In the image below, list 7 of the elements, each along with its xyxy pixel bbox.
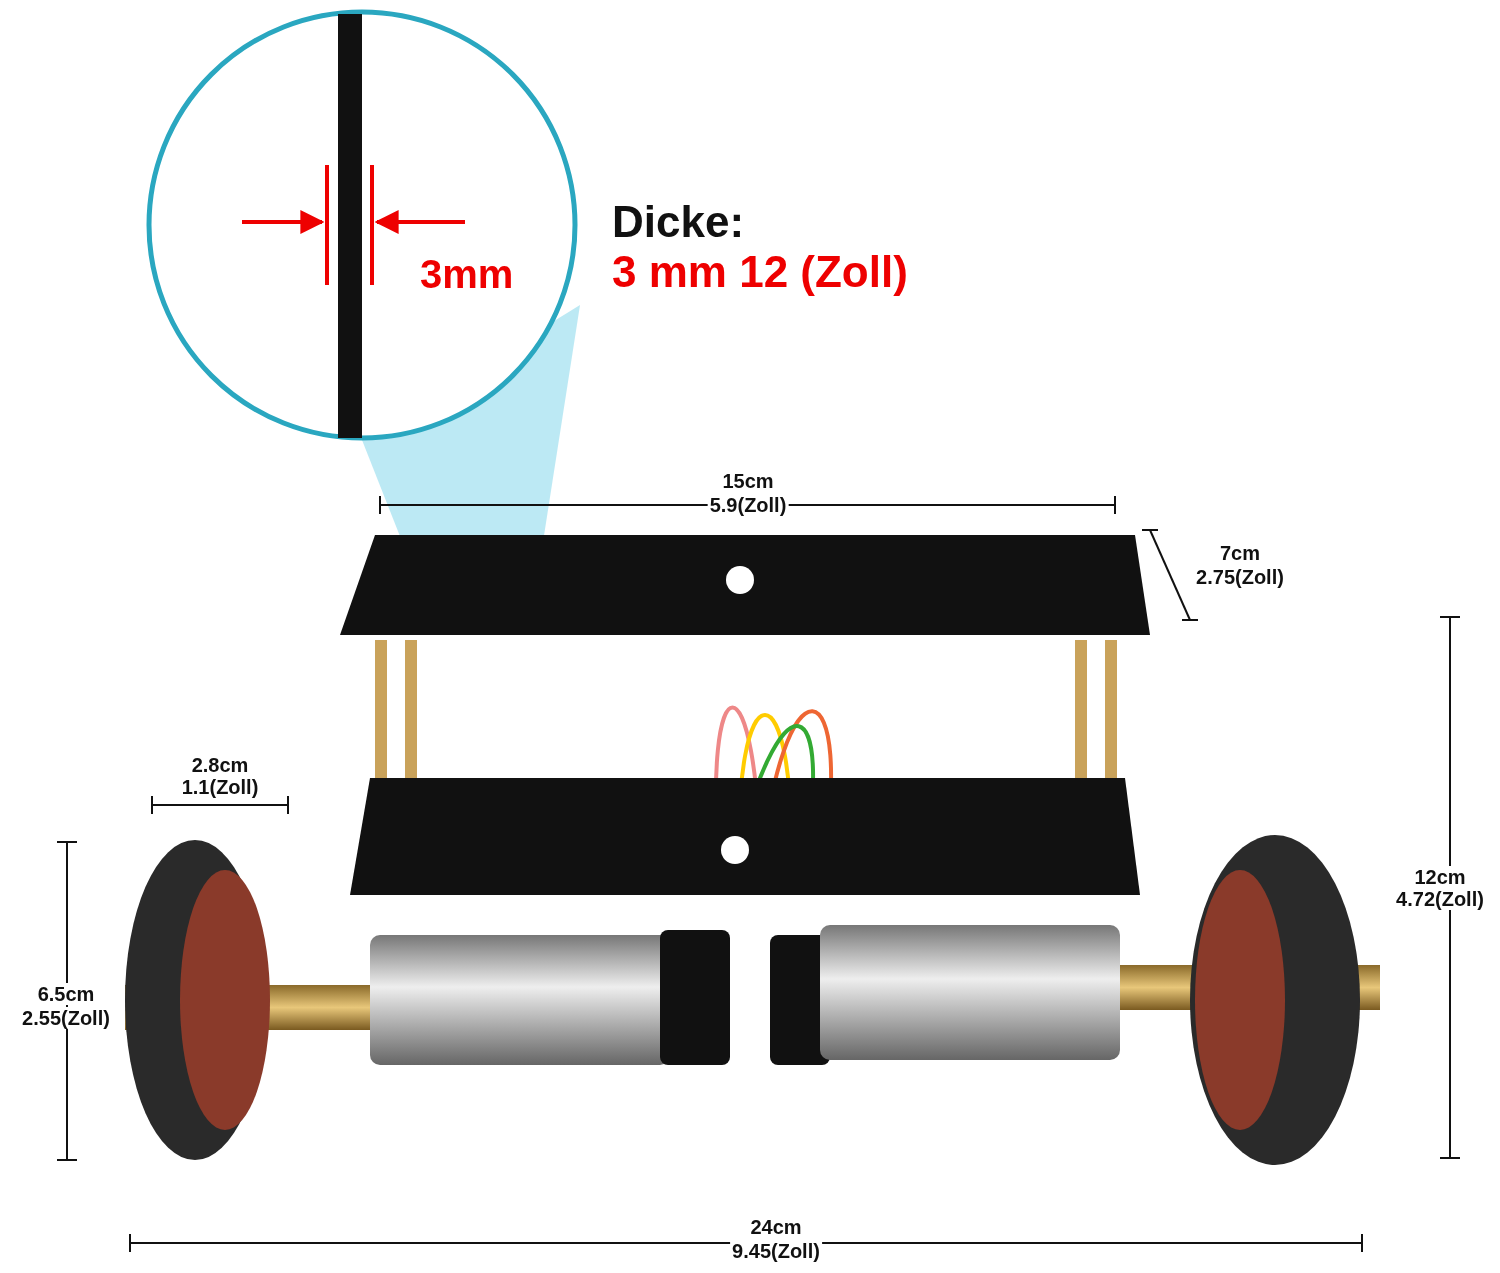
dimension-label: 9.45(Zoll) [730, 1240, 822, 1262]
dimension-label: 5.9(Zoll) [707, 494, 789, 516]
dimension-label: 6.5cm [35, 983, 97, 1005]
dimension-label: 12cm [1412, 866, 1468, 888]
dimension-label: 2.75(Zoll) [1194, 566, 1286, 588]
dimension-label: 2.55(Zoll) [20, 1007, 112, 1029]
dimension-label: 4.72(Zoll) [1394, 888, 1486, 910]
